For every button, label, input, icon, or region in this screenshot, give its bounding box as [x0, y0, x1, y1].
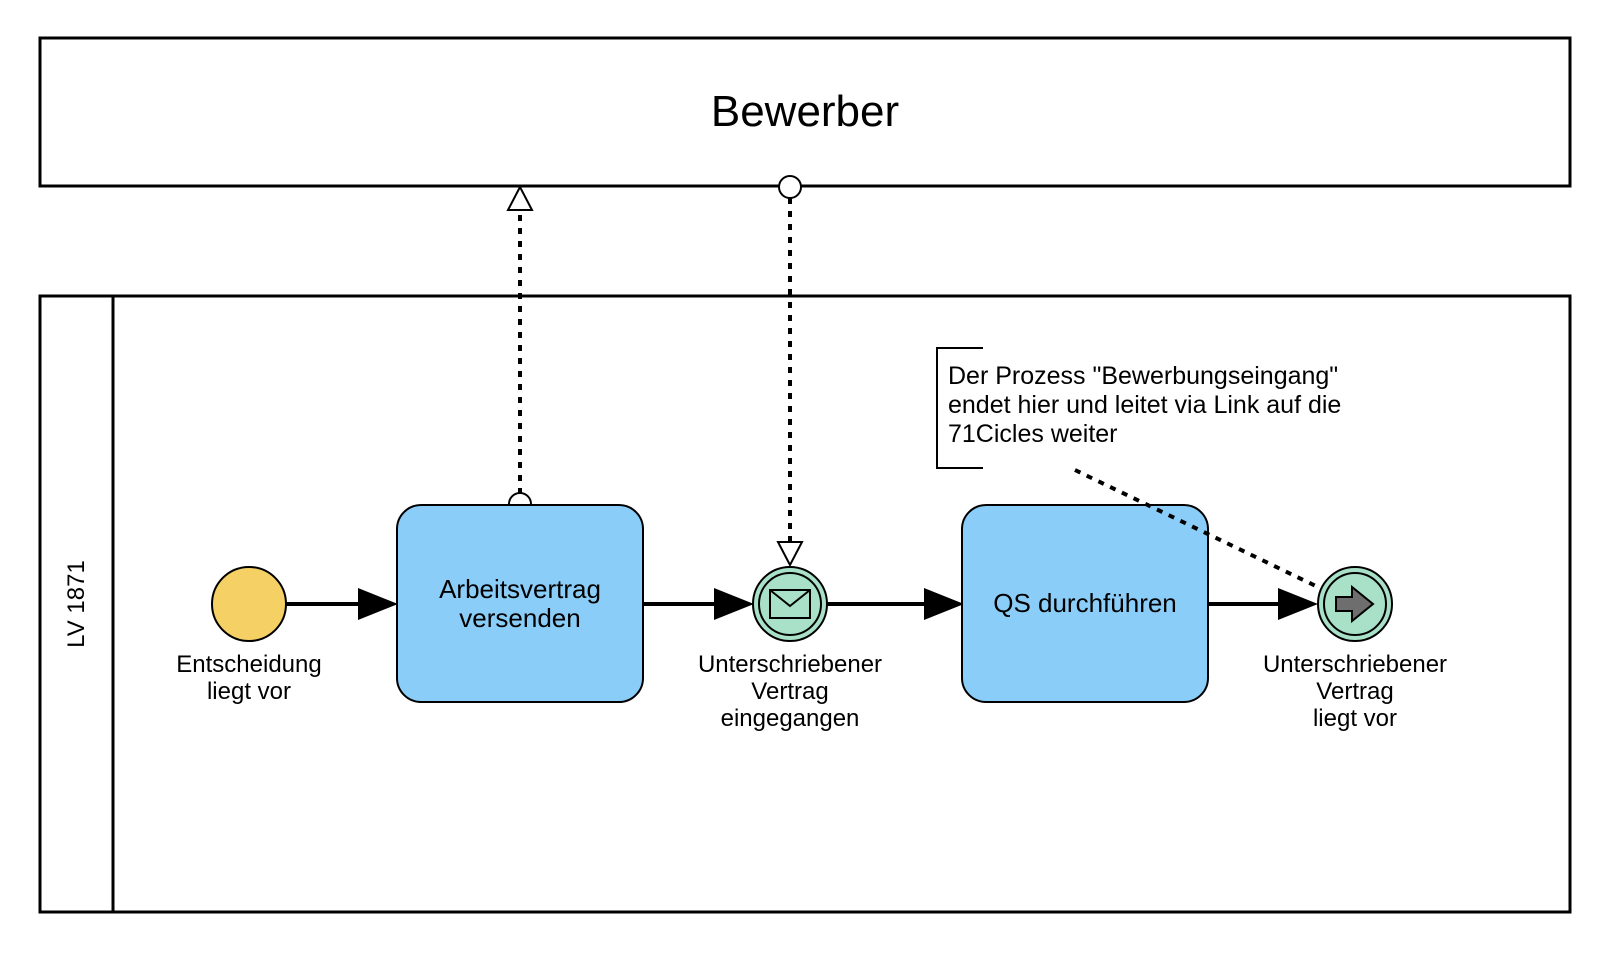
annotation-line2: endet hier und leitet via Link auf die — [948, 391, 1342, 419]
message-catch-event-label-line3: eingegangen — [720, 705, 860, 732]
lane-label-container: LV 1871 — [42, 296, 112, 912]
message-flow-receive-start — [778, 175, 802, 199]
message-catch-event-label-line1: Unterschriebener — [697, 651, 883, 678]
annotation-line3: 71Cicles weiter — [948, 420, 1118, 448]
message-catch-event-label-line2: Vertrag — [751, 678, 829, 705]
annotation-association[interactable] — [1074, 468, 1321, 590]
arrow-right-icon — [1335, 584, 1375, 624]
sequence-flow-2-arrowhead — [714, 588, 754, 620]
sequence-flow-1-arrowhead — [358, 588, 398, 620]
link-throw-event-label-line1: Unterschriebener — [1262, 651, 1448, 678]
link-throw-event-label: Unterschriebener Vertrag liegt vor — [1235, 651, 1475, 732]
message-flow-send-arrowhead — [506, 184, 534, 211]
task-send-contract[interactable] — [396, 504, 644, 703]
message-catch-event-label: Unterschriebener Vertrag eingegangen — [670, 651, 910, 732]
annotation-bracket — [936, 347, 983, 469]
link-throw-event-label-line3: liegt vor — [1312, 705, 1398, 732]
sequence-flow-3-arrowhead — [924, 588, 964, 620]
task-send-contract-label: Arbeitsvertrag versenden — [397, 505, 643, 702]
task-qs-label-line1: QS durchführen — [993, 588, 1177, 618]
envelope-icon — [769, 589, 811, 619]
text-annotation[interactable]: Der Prozess "Bewerbungseingang" endet hi… — [948, 362, 1341, 449]
sequence-flow-4-arrowhead — [1278, 588, 1318, 620]
pool-bewerber[interactable] — [38, 36, 1572, 188]
task-send-contract-label-line1: Arbeitsvertrag — [439, 573, 601, 604]
link-throw-event-inner-ring — [1323, 572, 1387, 636]
lane-label: LV 1871 — [63, 560, 91, 648]
task-qs-label: QS durchführen — [962, 505, 1208, 702]
annotation-line1: Der Prozess "Bewerbungseingang" — [948, 362, 1339, 390]
pool-title: Bewerber — [710, 87, 900, 136]
start-event-label: Entscheidung liegt vor — [149, 651, 349, 705]
start-event-label-line2: liegt vor — [206, 678, 292, 705]
start-event-label-line1: Entscheidung — [176, 651, 322, 678]
task-qs[interactable] — [961, 504, 1209, 703]
task-send-contract-label-line2: versenden — [459, 602, 581, 633]
link-throw-event-label-line2: Vertrag — [1316, 678, 1394, 705]
start-event[interactable] — [211, 566, 287, 642]
message-catch-event-inner-ring — [758, 572, 822, 636]
message-flow-receive-arrowhead — [776, 541, 804, 568]
